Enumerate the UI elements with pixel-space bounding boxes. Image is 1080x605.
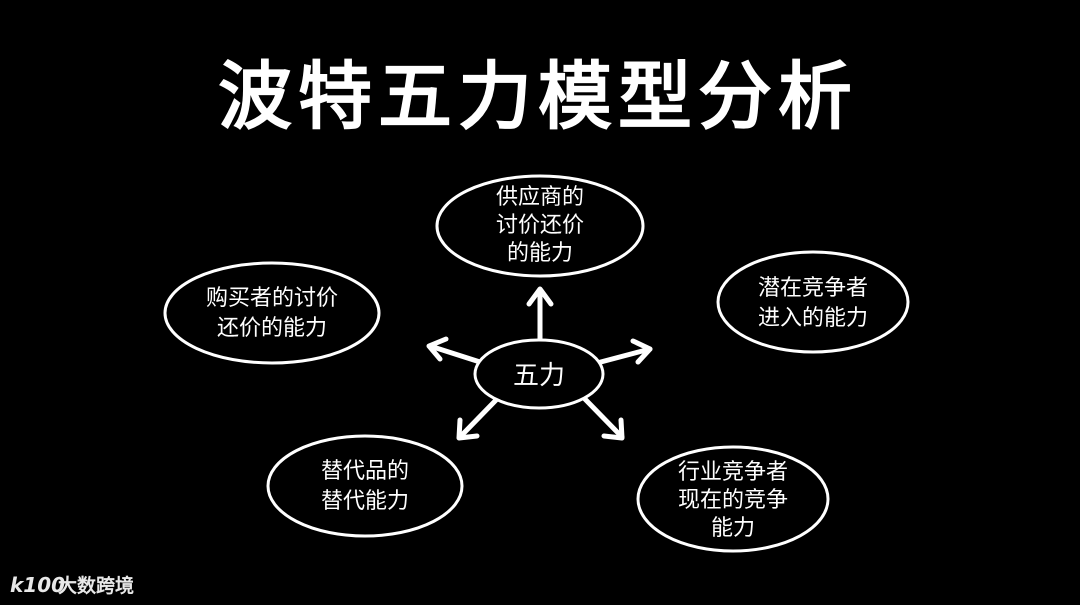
force-label-line: 的能力 (507, 241, 573, 266)
force-label-line: 购买者的讨价 (206, 286, 338, 311)
arrow-to-substitute (456, 395, 501, 441)
diagram-title: 波特五力模型分析 (218, 54, 858, 140)
force-node-supplier: 供应商的 讨价还价 的能力 (435, 174, 645, 278)
arrow-to-buyer (426, 336, 483, 365)
force-label-line: 替代能力 (321, 489, 409, 514)
force-label-line: 现在的竞争 (678, 488, 788, 513)
watermark-text: 大数跨境 (58, 574, 134, 597)
force-label-line: 还价的能力 (217, 316, 327, 341)
force-node-buyer: 购买者的讨价 还价的能力 (163, 261, 381, 365)
arrow-to-entrant (594, 338, 653, 366)
force-label-line: 进入的能力 (758, 306, 868, 331)
center-node: 五力 (473, 338, 605, 410)
force-label-line: 讨价还价 (496, 213, 584, 238)
force-label-line: 替代品的 (321, 459, 409, 484)
force-label-line: 行业竞争者 (678, 460, 788, 485)
force-node-rivalry: 行业竞争者 现在的竞争 能力 (636, 445, 830, 553)
center-label: 五力 (513, 361, 565, 391)
force-label-line: 供应商的 (496, 185, 584, 210)
force-node-substitute: 替代品的 替代能力 (266, 434, 464, 538)
arrow-to-rivalry (579, 393, 625, 441)
watermark: k100 大数跨境 (10, 573, 134, 597)
force-label-line: 能力 (711, 516, 755, 541)
watermark-logo: k100 (10, 573, 65, 597)
force-label-line: 潜在竞争者 (758, 276, 868, 301)
arrow-to-supplier (526, 286, 554, 345)
force-node-entrant: 潜在竞争者 进入的能力 (716, 250, 910, 354)
